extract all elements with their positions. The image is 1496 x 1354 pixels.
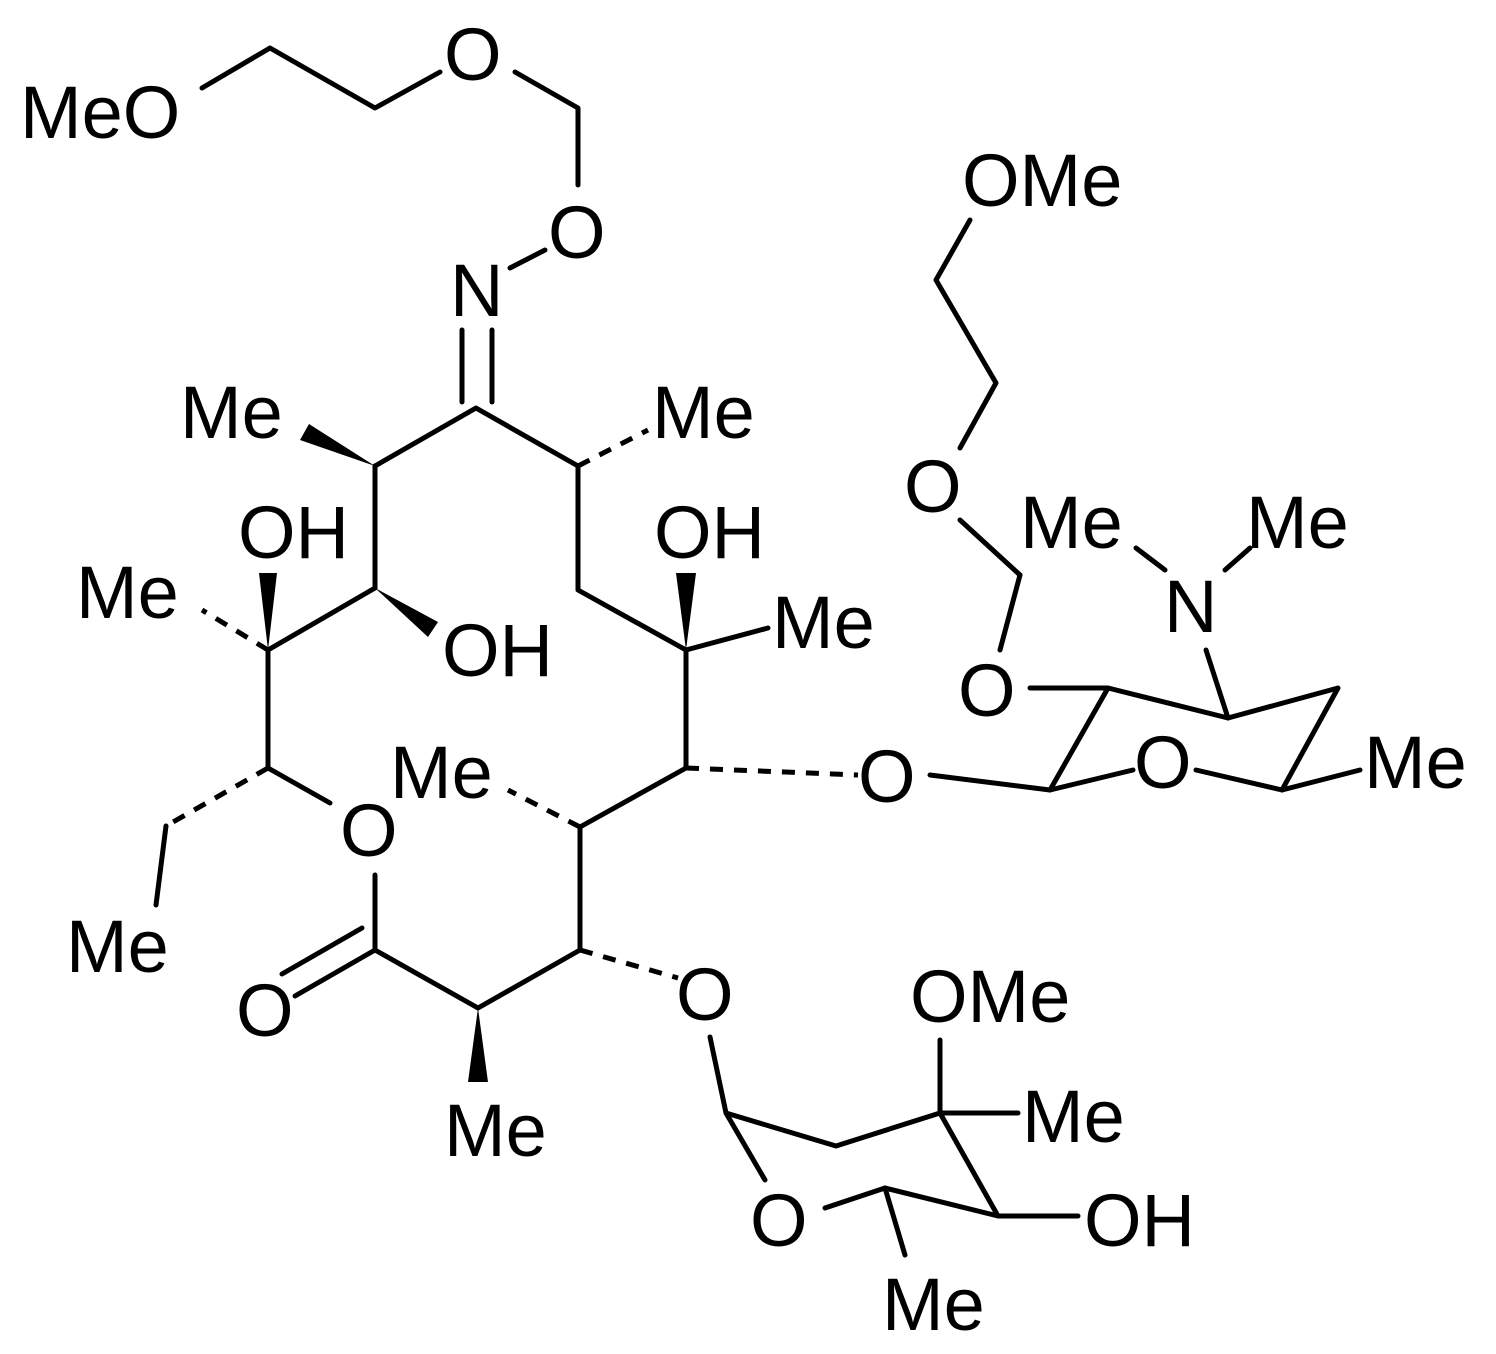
label-me-ethyl: Me: [66, 905, 169, 988]
hash-bond-c8-me: [576, 427, 650, 469]
label-me-desosamine: Me: [1364, 721, 1467, 804]
label-me-c6: Me: [772, 581, 875, 664]
label-o-carbonyl: O: [236, 969, 294, 1052]
label-o-lactone: O: [340, 789, 398, 872]
label-ome-top-right: OMe: [962, 139, 1122, 222]
stereo-bonds: [164, 424, 859, 1082]
label-o-c5: O: [858, 735, 916, 818]
hash-bond-c13-ethyl: [164, 765, 270, 829]
label-oh-cladinose: OH: [1084, 1179, 1195, 1262]
hash-bond-c5-o: [685, 765, 859, 778]
label-n-amine: N: [1164, 565, 1217, 648]
label-me-n2: Me: [1246, 481, 1349, 564]
label-me-c2: Me: [444, 1089, 547, 1172]
label-oh-c6: OH: [654, 491, 765, 574]
label-o-chain1: O: [444, 13, 502, 96]
wedge-bond-c6-oh: [676, 573, 696, 650]
label-me-cladinose-c5: Me: [882, 1263, 985, 1346]
hash-bond-c4-me: [506, 787, 582, 830]
label-me-c4: Me: [390, 731, 493, 814]
label-ome-cladinose: OMe: [910, 955, 1070, 1038]
label-meo-top: MeO: [20, 71, 180, 154]
wedge-bond-c2-me: [468, 1008, 488, 1082]
wedge-bond-c11-oh: [375, 588, 438, 637]
label-o-mem2: O: [958, 649, 1016, 732]
hash-bond-c3-o: [579, 947, 679, 981]
label-o-ring-cladinose: O: [750, 1179, 808, 1262]
label-me-c8: Me: [652, 371, 755, 454]
label-o-c3: O: [676, 953, 734, 1036]
label-oh-c11: OH: [442, 609, 553, 692]
hash-bond-c12-me: [200, 607, 270, 653]
label-oh-c12: OH: [238, 491, 349, 574]
wedge-bond-c12-oh: [259, 573, 277, 650]
label-me-c10: Me: [180, 371, 283, 454]
label-me-n1: Me: [1020, 481, 1123, 564]
bond-lines: [153, 45, 1363, 1258]
label-me-cladinose-c3: Me: [1022, 1075, 1125, 1158]
label-o-ring-desosamine: O: [1134, 721, 1192, 804]
wedge-bond-c10-me: [300, 424, 375, 466]
atom-labels: MeO O O N Me Me OH OH Me OH Me Me O Me O…: [20, 13, 1467, 1346]
label-me-c12: Me: [76, 551, 179, 634]
label-o-mem1: O: [904, 445, 962, 528]
label-o-chain2: O: [548, 191, 606, 274]
label-n-oxime: N: [450, 249, 503, 332]
